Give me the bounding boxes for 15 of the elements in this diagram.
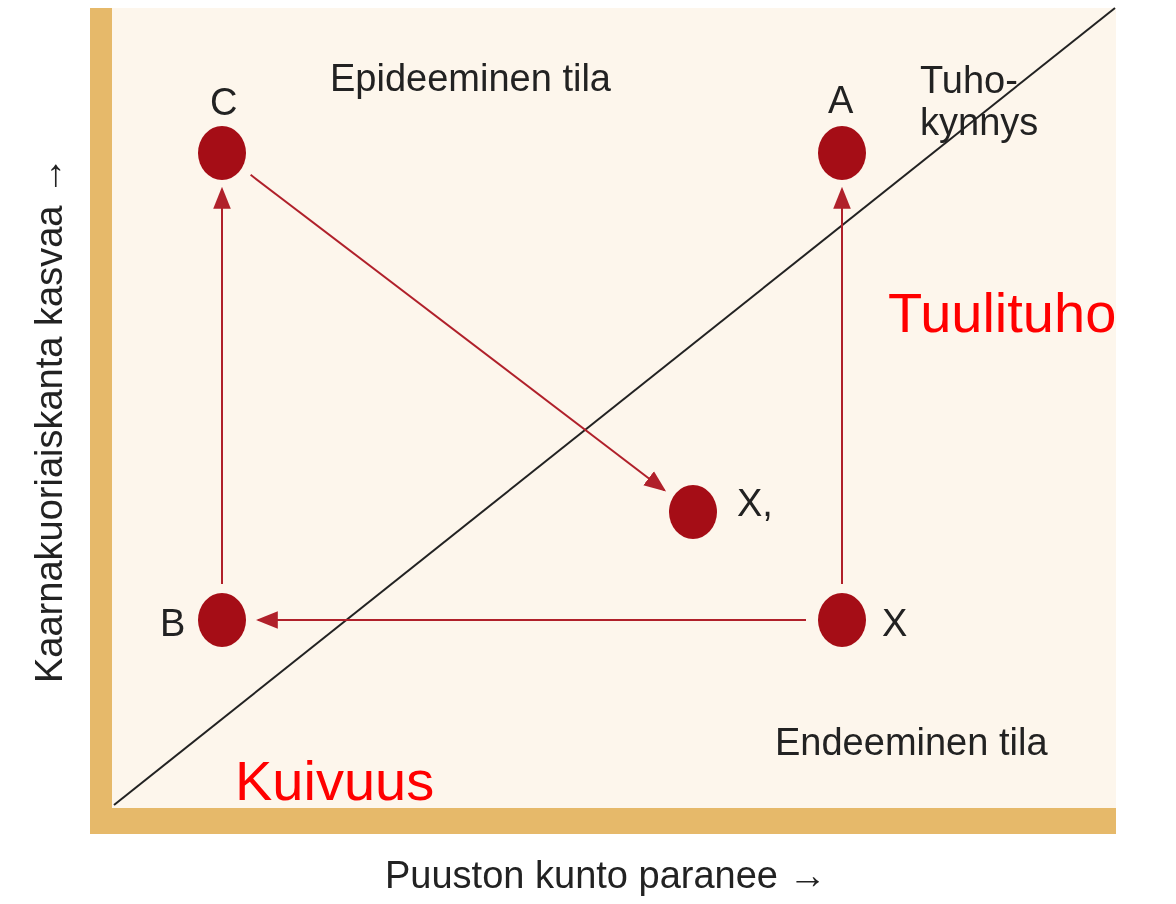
factor-label: Kuivuus	[235, 750, 435, 812]
point-label: C	[210, 83, 238, 121]
point-label: B	[160, 604, 186, 642]
arrow	[213, 186, 231, 585]
axis-title: Puuston kunto paranee →	[385, 855, 827, 897]
axis-title: Kaarnakuoriaiskanta kasvaa →	[29, 157, 71, 683]
point-label: X	[882, 604, 908, 642]
point-label: A	[828, 81, 854, 119]
factor-label: Tuulituho	[888, 282, 1117, 344]
point-label: X,	[737, 484, 773, 522]
region-label: Epideeminen tila	[330, 58, 611, 100]
arrow	[833, 186, 851, 585]
region-label: Endeeminen tila	[775, 722, 1048, 764]
arrow	[255, 611, 807, 629]
arrow	[249, 173, 667, 492]
